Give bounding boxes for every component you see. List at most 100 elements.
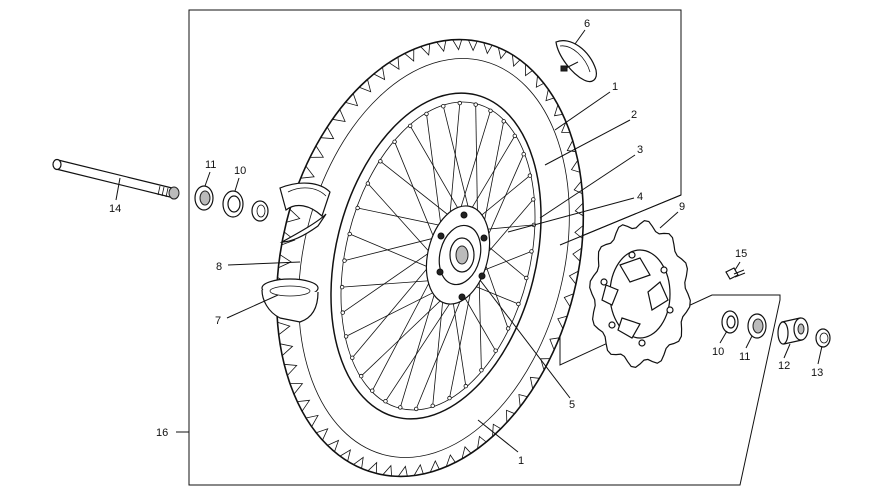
tread-knob (353, 456, 364, 469)
tread-knob (280, 343, 294, 356)
spoke-nipple (441, 103, 446, 109)
tread-knob (382, 464, 392, 477)
tread-knob (388, 57, 400, 70)
spoke-nipple (447, 395, 452, 401)
spoke-nipple (531, 197, 536, 202)
tread-knob (339, 449, 352, 462)
tread-knob (277, 321, 291, 336)
cap-13 (815, 328, 831, 348)
tread-knob (498, 47, 507, 60)
rim-tape (279, 182, 331, 243)
spoke-nipple (350, 355, 355, 360)
left-bearing-10 (222, 190, 244, 218)
spoke-nipple (342, 258, 347, 263)
spoke-nipple (408, 123, 413, 129)
callout-9: 9 (679, 201, 685, 213)
callout-1-top: 1 (612, 81, 618, 93)
spoke-nipple (398, 405, 403, 410)
tread-knob (560, 121, 570, 133)
tread-knob (420, 43, 431, 56)
tread-knob (477, 435, 487, 449)
spoke-nipple (512, 133, 517, 139)
tread-knob (452, 39, 463, 51)
callout-10-left: 10 (234, 165, 246, 177)
tread-knob (345, 93, 359, 107)
spoke-nipple (505, 326, 511, 331)
spoke-nipple (424, 111, 429, 117)
callout-8: 8 (216, 261, 222, 273)
tread-knob (300, 165, 315, 179)
tread-knob (297, 399, 311, 412)
tread-knob (492, 423, 502, 437)
spoke-nipple (347, 231, 352, 237)
tread-knob (563, 293, 574, 307)
spoke-nipple (430, 403, 435, 408)
callout-14: 14 (109, 203, 121, 215)
spoke-nipple (383, 399, 388, 404)
spoke-nipple (378, 159, 383, 164)
tread-knob (512, 54, 521, 67)
spoke-nipple (392, 139, 397, 144)
spoke-nipple (463, 383, 468, 389)
tread-knob (525, 64, 533, 77)
callout-11-right: 11 (739, 351, 750, 363)
tread-knob (413, 463, 424, 476)
spoke-nipple (414, 406, 419, 412)
spoke-nipple (343, 334, 349, 339)
tread-knob (518, 393, 528, 407)
callout-6: 6 (584, 18, 590, 30)
tread-knob (436, 40, 447, 53)
tread-knob (429, 460, 440, 473)
callout-13: 13 (811, 367, 823, 379)
callout-11-left: 11 (205, 159, 216, 171)
tread-knob (367, 461, 378, 474)
callout-3: 3 (637, 144, 643, 156)
left-ring (251, 200, 269, 222)
tread-knob (549, 337, 560, 351)
inner-tube (261, 278, 319, 323)
disc-bolt (725, 267, 746, 280)
tread-knob (572, 247, 582, 262)
spoke-nipple (521, 151, 526, 157)
spoke-nipple (457, 100, 462, 106)
brake-disc (589, 219, 691, 369)
tread-knob (286, 209, 301, 223)
tread-knob (529, 376, 540, 390)
tread-knob (327, 439, 340, 452)
tread-knob (461, 445, 472, 459)
tread-knob (359, 79, 372, 93)
callout-12: 12 (778, 360, 790, 372)
tread-knob (397, 465, 408, 477)
tread-knob (566, 140, 576, 153)
rim-lock (555, 40, 597, 83)
spoke-nipple (516, 301, 521, 307)
spoke-nipple (340, 310, 345, 315)
spoke-nipple (370, 388, 375, 393)
tread-knob (570, 160, 581, 173)
callout-15: 15 (735, 248, 747, 260)
tread-knob (468, 39, 478, 52)
tread-knob (320, 126, 335, 140)
tread-knob (309, 145, 325, 158)
spoke-nipple (488, 108, 493, 113)
disc-frame (559, 194, 682, 246)
tread-knob (553, 104, 563, 117)
tread-knob (506, 409, 515, 423)
spoke-nipple (365, 181, 371, 186)
spoke-nipple (527, 173, 533, 178)
callout-4: 4 (637, 191, 643, 203)
spoke-nipple (501, 119, 506, 124)
spoke-nipple (493, 348, 498, 353)
tread-knob (316, 428, 329, 441)
callout-16: 16 (156, 427, 168, 439)
tread-knob (332, 109, 346, 123)
spoke-nipple (524, 275, 529, 281)
left-seal-11 (194, 185, 214, 211)
tread-knob (573, 181, 583, 195)
spoke-nipple (339, 284, 345, 290)
assembly-frame (188, 9, 781, 486)
axle (52, 158, 180, 200)
spoke-nipple (473, 102, 478, 107)
